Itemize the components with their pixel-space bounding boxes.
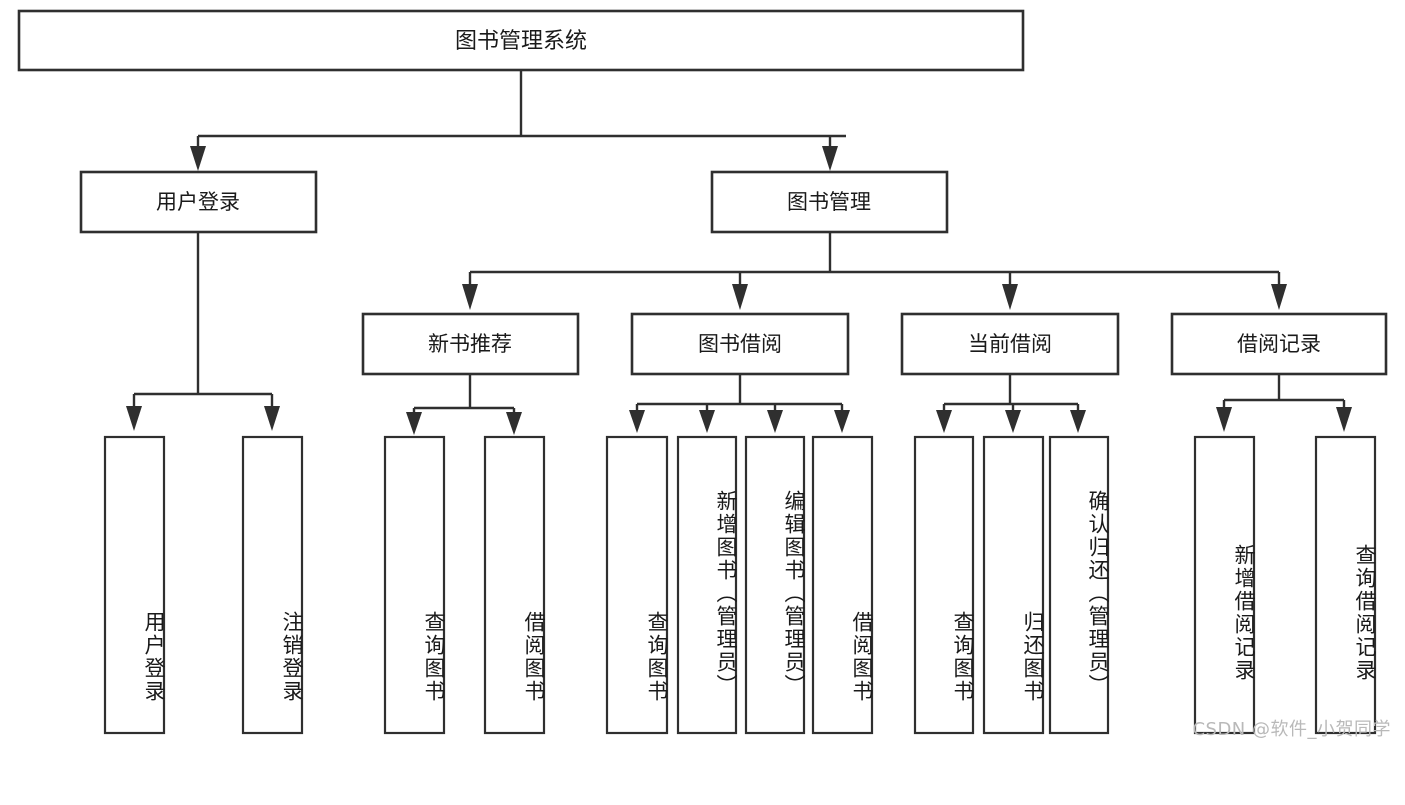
connector-newbook-to-leaves bbox=[406, 375, 522, 435]
connector-root-to-level2 bbox=[190, 70, 846, 171]
node-book-management-label: 图书管理 bbox=[787, 190, 871, 214]
connector-bookmgmt-to-level3 bbox=[462, 232, 1287, 310]
node-new-book-recommend-label: 新书推荐 bbox=[428, 332, 512, 356]
leaf-box-query-book-2[interactable] bbox=[605, 435, 669, 735]
leaf-box-query-book-1[interactable] bbox=[383, 435, 446, 735]
node-user-login-label: 用户登录 bbox=[156, 190, 240, 214]
node-book-management[interactable]: 图书管理 bbox=[710, 170, 949, 234]
node-book-borrow[interactable]: 图书借阅 bbox=[630, 312, 850, 376]
leaf-box-edit-book[interactable] bbox=[744, 435, 806, 735]
connector-borrowrecord-to-leaves bbox=[1216, 375, 1352, 432]
connector-bookborrow-to-leaves bbox=[629, 375, 850, 433]
leaf-box-return-book[interactable] bbox=[982, 435, 1045, 735]
leaf-box-borrow-book-1[interactable] bbox=[483, 435, 546, 735]
connector-userlogin-to-leaves bbox=[126, 232, 280, 431]
node-current-borrow[interactable]: 当前借阅 bbox=[900, 312, 1120, 376]
leaf-box-query-book-3[interactable] bbox=[913, 435, 975, 735]
csdn-watermark: CSDN @软件_小贺同学 bbox=[1192, 719, 1391, 740]
leaf-box-query-record[interactable] bbox=[1314, 435, 1377, 735]
node-user-login[interactable]: 用户登录 bbox=[79, 170, 318, 234]
leaf-box-borrow-book-2[interactable] bbox=[811, 435, 874, 735]
node-borrow-record-label: 借阅记录 bbox=[1237, 332, 1321, 356]
leaf-box-confirm-return[interactable] bbox=[1048, 435, 1110, 735]
node-root-label: 图书管理系统 bbox=[455, 29, 587, 54]
node-new-book-recommend[interactable]: 新书推荐 bbox=[361, 312, 580, 376]
leaf-box-add-book[interactable] bbox=[676, 435, 738, 735]
node-current-borrow-label: 当前借阅 bbox=[968, 332, 1052, 356]
connector-currentborrow-to-leaves bbox=[936, 375, 1086, 433]
node-book-borrow-label: 图书借阅 bbox=[698, 332, 782, 356]
node-borrow-record[interactable]: 借阅记录 bbox=[1170, 312, 1388, 376]
leaf-box-logout-login[interactable] bbox=[241, 435, 304, 735]
flowchart-canvas: 图书管理系统 用户登录 图书管理 新书推荐 图书借阅 当前借阅 借阅记录 bbox=[17, 9, 1388, 735]
flowchart-diagram: 图书管理系统 用户登录 图书管理 新书推荐 图书借阅 当前借阅 借阅记录 bbox=[17, 9, 1391, 740]
node-root[interactable]: 图书管理系统 bbox=[17, 9, 1025, 72]
leaf-box-user-login[interactable] bbox=[103, 435, 166, 735]
leaf-box-add-record[interactable] bbox=[1193, 435, 1256, 735]
